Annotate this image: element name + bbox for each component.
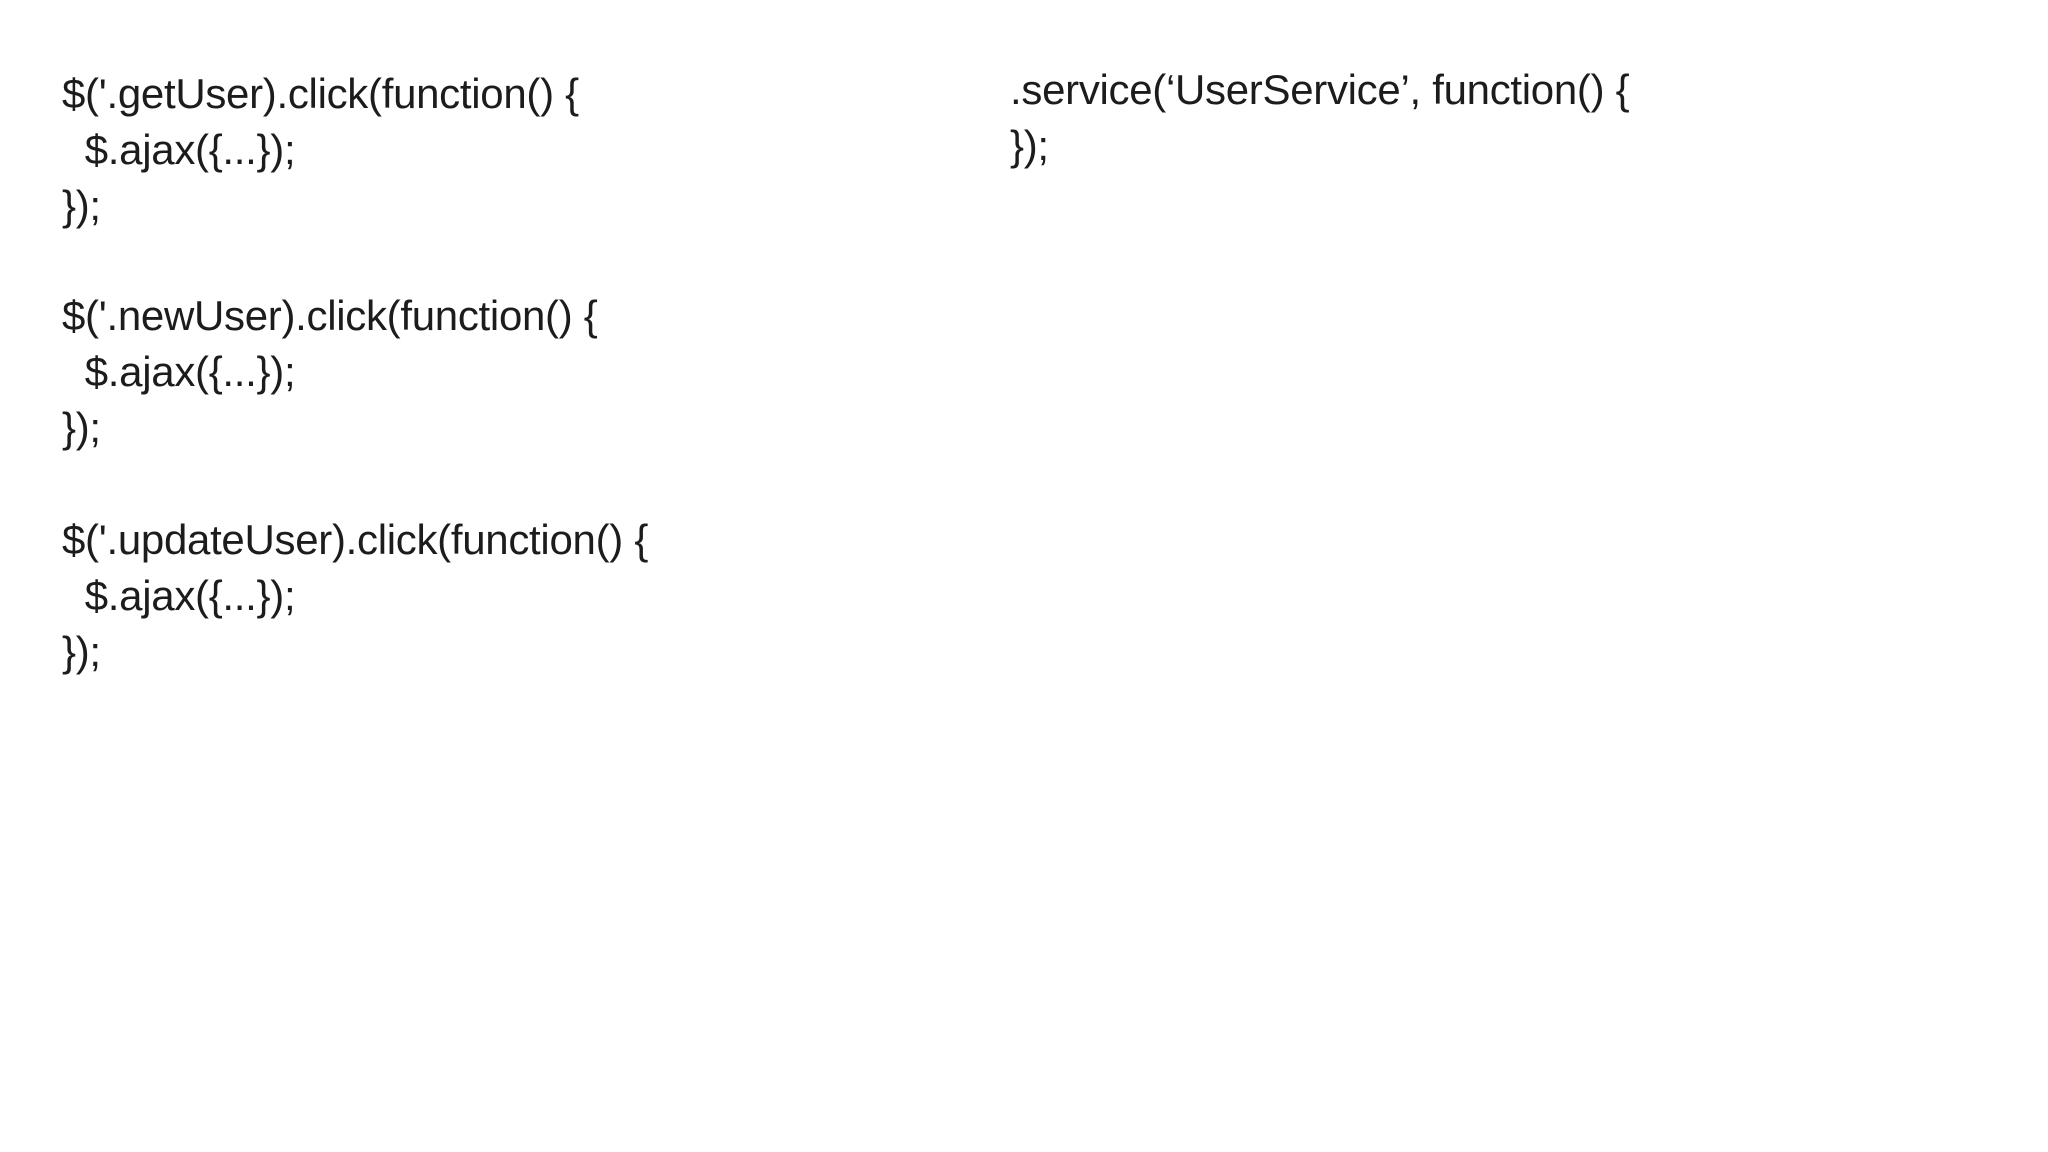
code-line: }); — [62, 404, 101, 451]
code-line: }); — [1010, 122, 1049, 169]
code-line: $('.newUser).click(function() { — [62, 292, 598, 339]
code-block-userservice: .service(‘UserService’, function() { }); — [1010, 62, 1630, 174]
code-line: }); — [62, 628, 101, 675]
code-line: $('.updateUser).click(function() { — [62, 516, 649, 563]
code-block-updateuser: $('.updateUser).click(function() { $.aja… — [62, 512, 648, 680]
code-line: $.ajax({...}); — [62, 348, 296, 395]
code-line: $.ajax({...}); — [62, 126, 296, 173]
code-line: $('.getUser).click(function() { — [62, 70, 579, 117]
code-block-newuser: $('.newUser).click(function() { $.ajax({… — [62, 288, 598, 456]
code-line: }); — [62, 182, 101, 229]
code-line: $.ajax({...}); — [62, 572, 296, 619]
code-line: .service(‘UserService’, function() { — [1010, 66, 1630, 113]
code-block-getuser: $('.getUser).click(function() { $.ajax({… — [62, 66, 579, 234]
